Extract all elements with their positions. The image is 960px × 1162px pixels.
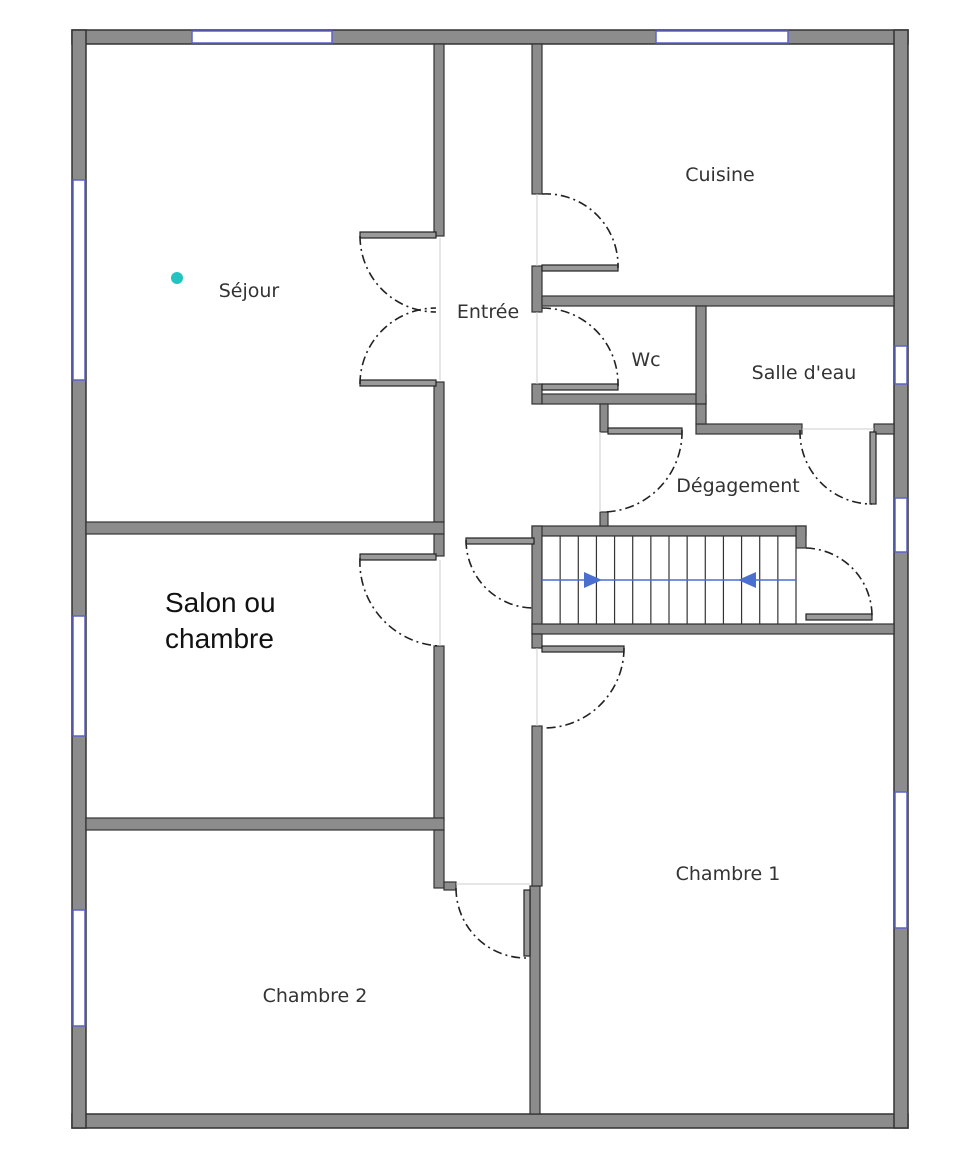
stair-arrow-left [738, 572, 756, 588]
room-label-chambre2: Chambre 2 [263, 985, 368, 1007]
door-swings [359, 193, 873, 959]
room-label-chambre1: Chambre 1 [676, 863, 781, 885]
staircase [541, 535, 797, 625]
window [894, 791, 908, 929]
window [72, 179, 86, 381]
room-label-salon-line1: Salon ou [165, 587, 276, 618]
thresholds [439, 194, 874, 885]
window [894, 345, 908, 385]
stair-arrow-right [584, 572, 602, 588]
interior-walls [85, 43, 895, 1115]
door-leaves [359, 231, 877, 957]
room-label-degagement: Dégagement [676, 475, 799, 497]
room-label-salle-eau: Salle d'eau [752, 362, 857, 384]
room-label-sejour: Séjour [219, 280, 280, 302]
room-label-entree: Entrée [457, 301, 519, 323]
window [72, 615, 86, 737]
window [655, 30, 789, 44]
windows [72, 30, 908, 1027]
room-label-wc: Wc [631, 349, 660, 371]
room-label-cuisine: Cuisine [685, 164, 755, 186]
room-labels: Séjour Entrée Cuisine Wc Salle d'eau Dég… [165, 164, 856, 1007]
window [894, 497, 908, 553]
room-label-salon-line2: chambre [165, 623, 274, 654]
location-marker [171, 272, 183, 284]
window [72, 909, 86, 1027]
window [191, 30, 333, 44]
